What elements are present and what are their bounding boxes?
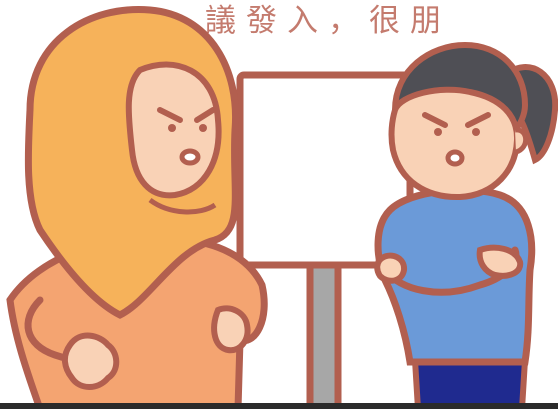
left-hand [62,332,120,390]
signboard-post [306,251,342,409]
hijab-fold [148,197,217,215]
right-brow [194,107,216,123]
right-hand [476,244,524,279]
blank-signboard [236,71,414,409]
caption-text: 議發入，很朋 [205,3,451,39]
ear [514,127,529,155]
mouth [445,149,465,167]
mouth [179,148,201,166]
girl-with-ponytail [374,41,558,409]
woman-in-hijab [6,6,268,409]
right-eye [472,128,480,136]
navy-pants [411,357,529,409]
girl-face [388,86,521,201]
bottom-border [0,403,558,409]
left-eye [168,124,176,132]
right-brow [465,112,491,128]
right-hand [211,305,251,354]
left-brow [157,107,183,123]
right-eye [199,124,207,132]
left-hand [374,252,407,284]
left-eye [434,128,442,136]
left-brow [422,112,448,128]
